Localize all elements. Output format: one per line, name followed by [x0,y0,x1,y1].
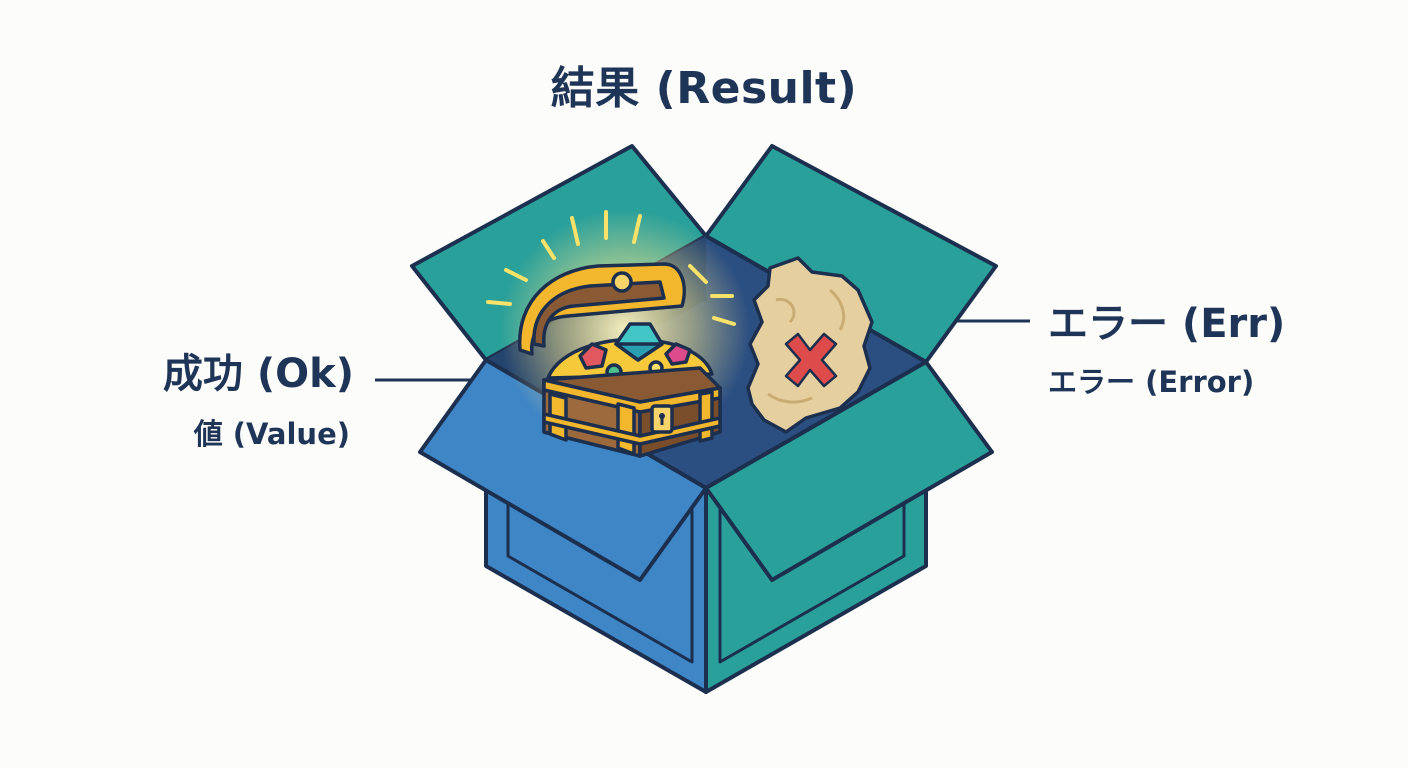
err-label: エラー (Err) [1048,301,1286,347]
sparkle-rays-icon [486,210,736,326]
ok-sublabel: 値 (Value) [193,417,350,451]
diagram-title: 結果 (Result) [550,63,858,114]
err-sublabel: エラー (Error) [1048,365,1255,399]
torn-paper-x-icon [746,256,874,434]
treasure-chest-icon [518,262,722,458]
ok-label: 成功 (Ok) [162,351,354,397]
